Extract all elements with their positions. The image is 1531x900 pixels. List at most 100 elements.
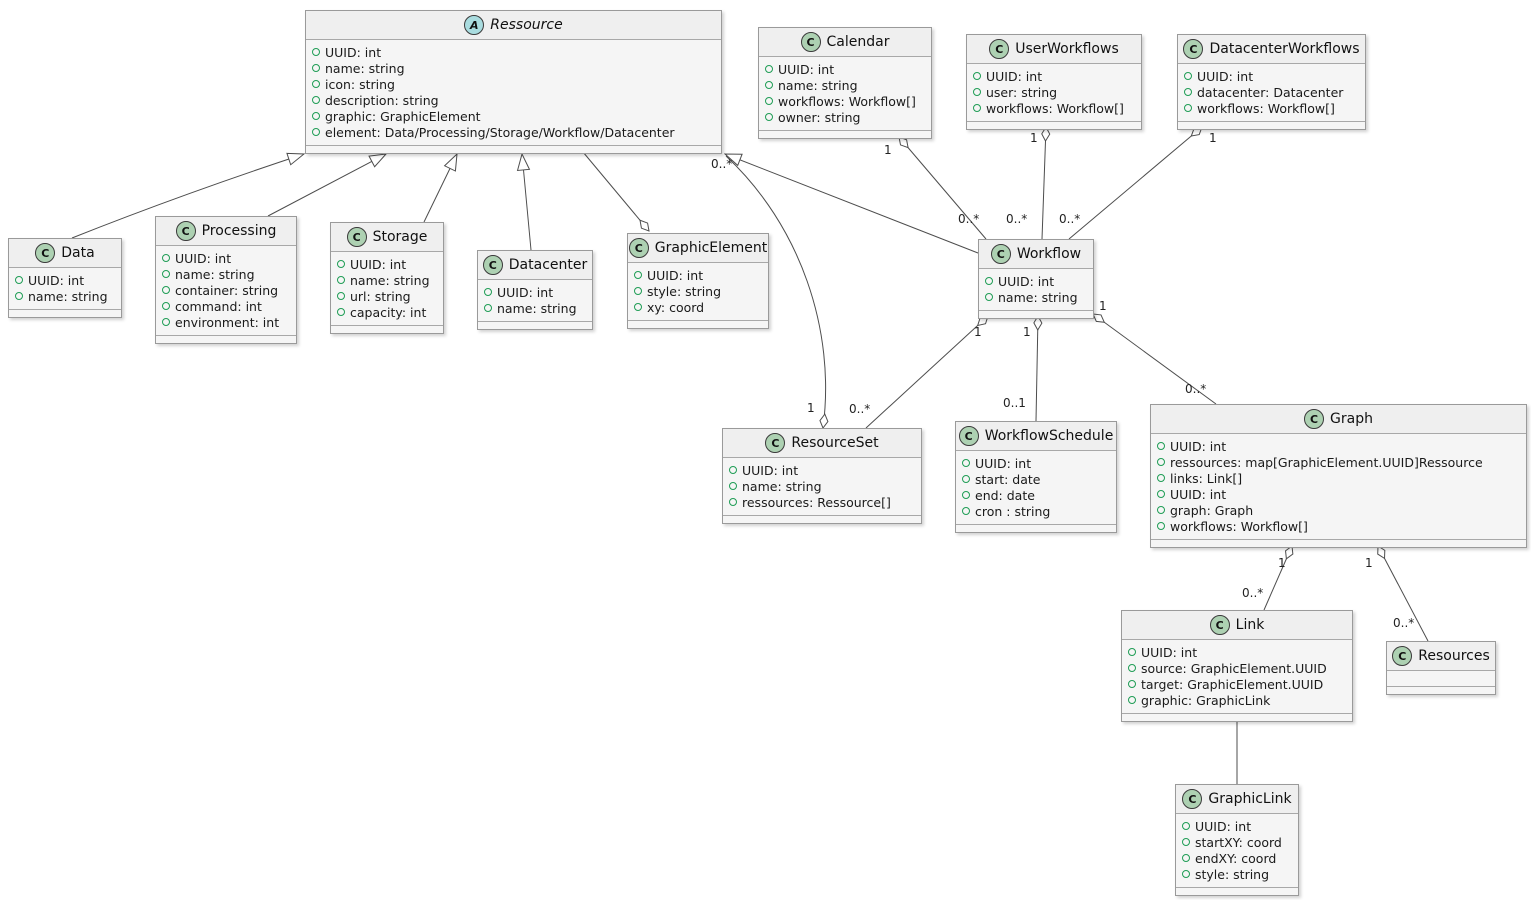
class-name: GraphicLink bbox=[1208, 791, 1292, 807]
class-name: Resources bbox=[1418, 648, 1490, 664]
attribute-row: UUID: int bbox=[765, 61, 923, 77]
class-icon: C bbox=[175, 221, 196, 241]
attribute-text: UUID: int bbox=[986, 68, 1043, 84]
attribute-row: endXY: coord bbox=[1182, 850, 1290, 866]
field-visibility-icon bbox=[765, 97, 773, 105]
attribute-row: name: string bbox=[15, 288, 113, 304]
field-visibility-icon bbox=[162, 302, 170, 310]
multiplicity-label: 1 bbox=[1099, 299, 1107, 313]
attribute-row: start: date bbox=[962, 471, 1108, 487]
field-visibility-icon bbox=[962, 475, 970, 483]
multiplicity-label: 1 bbox=[1278, 556, 1286, 570]
attribute-text: name: string bbox=[175, 266, 255, 282]
field-visibility-icon bbox=[973, 88, 981, 96]
field-visibility-icon bbox=[312, 112, 320, 120]
attribute-row: UUID: int bbox=[312, 44, 713, 60]
attribute-row: datacenter: Datacenter bbox=[1184, 84, 1357, 100]
field-visibility-icon bbox=[962, 459, 970, 467]
field-visibility-icon bbox=[1128, 696, 1136, 704]
attribute-text: ressources: Ressource[] bbox=[742, 494, 891, 510]
attribute-row: workflows: Workflow[] bbox=[1157, 518, 1518, 534]
attribute-text: UUID: int bbox=[1170, 486, 1227, 502]
attribute-row: graph: Graph bbox=[1157, 502, 1518, 518]
attribute-text: owner: string bbox=[778, 109, 861, 125]
attribute-text: UUID: int bbox=[350, 256, 407, 272]
multiplicity-label: 1 bbox=[974, 325, 982, 339]
attribute-text: source: GraphicElement.UUID bbox=[1141, 660, 1327, 676]
field-visibility-icon bbox=[312, 80, 320, 88]
field-visibility-icon bbox=[729, 466, 737, 474]
field-visibility-icon bbox=[337, 292, 345, 300]
field-visibility-icon bbox=[15, 276, 23, 284]
methods-compartment bbox=[478, 321, 592, 329]
multiplicity-label: 1 bbox=[884, 143, 892, 157]
field-visibility-icon bbox=[985, 293, 993, 301]
attribute-text: name: string bbox=[998, 289, 1078, 305]
abstract-class-icon: A bbox=[464, 15, 485, 35]
field-visibility-icon bbox=[162, 286, 170, 294]
attribute-text: graphic: GraphicLink bbox=[1141, 692, 1271, 708]
attribute-row: graphic: GraphicLink bbox=[1128, 692, 1344, 708]
methods-compartment bbox=[956, 524, 1116, 532]
field-visibility-icon bbox=[634, 271, 642, 279]
attribute-text: graph: Graph bbox=[1170, 502, 1254, 518]
attribute-row: UUID: int bbox=[1184, 68, 1357, 84]
class-name: DatacenterWorkflows bbox=[1209, 41, 1360, 57]
attribute-row: UUID: int bbox=[1157, 486, 1518, 502]
methods-compartment bbox=[306, 145, 721, 153]
field-visibility-icon bbox=[1128, 680, 1136, 688]
class-name: GraphicElement bbox=[654, 240, 768, 256]
attribute-text: workflows: Workflow[] bbox=[778, 93, 916, 109]
edge-datacenter-extends-ressource bbox=[522, 154, 532, 251]
methods-compartment bbox=[9, 309, 121, 317]
attribute-row: name: string bbox=[312, 60, 713, 76]
attribute-text: UUID: int bbox=[647, 267, 704, 283]
attribute-text: UUID: int bbox=[175, 250, 232, 266]
attribute-row: element: Data/Processing/Storage/Workflo… bbox=[312, 124, 713, 140]
edge-graph-resources-aggregation bbox=[1377, 545, 1429, 642]
attribute-text: command: int bbox=[175, 298, 262, 314]
attribute-text: graphic: GraphicElement bbox=[325, 108, 481, 124]
attribute-row: UUID: int bbox=[484, 284, 584, 300]
class-icon: C bbox=[765, 433, 786, 453]
class-icon: C bbox=[1304, 409, 1325, 429]
attribute-row: UUID: int bbox=[985, 273, 1085, 289]
class-icon: C bbox=[989, 39, 1010, 59]
field-visibility-icon bbox=[162, 270, 170, 278]
field-visibility-icon bbox=[1157, 442, 1165, 450]
field-visibility-icon bbox=[1157, 490, 1165, 498]
attribute-text: startXY: coord bbox=[1195, 834, 1282, 850]
attributes-compartment bbox=[1387, 671, 1495, 686]
class-icon: C bbox=[482, 255, 503, 275]
class-name: Storage bbox=[372, 229, 428, 245]
attribute-text: style: string bbox=[1195, 866, 1270, 882]
attribute-row: graphic: GraphicElement bbox=[312, 108, 713, 124]
attribute-text: start: date bbox=[975, 471, 1041, 487]
class-name: Processing bbox=[201, 223, 277, 239]
attribute-text: environment: int bbox=[175, 314, 280, 330]
attribute-text: name: string bbox=[350, 272, 430, 288]
field-visibility-icon bbox=[162, 254, 170, 262]
multiplicity-label: 0..1 bbox=[1003, 396, 1026, 410]
